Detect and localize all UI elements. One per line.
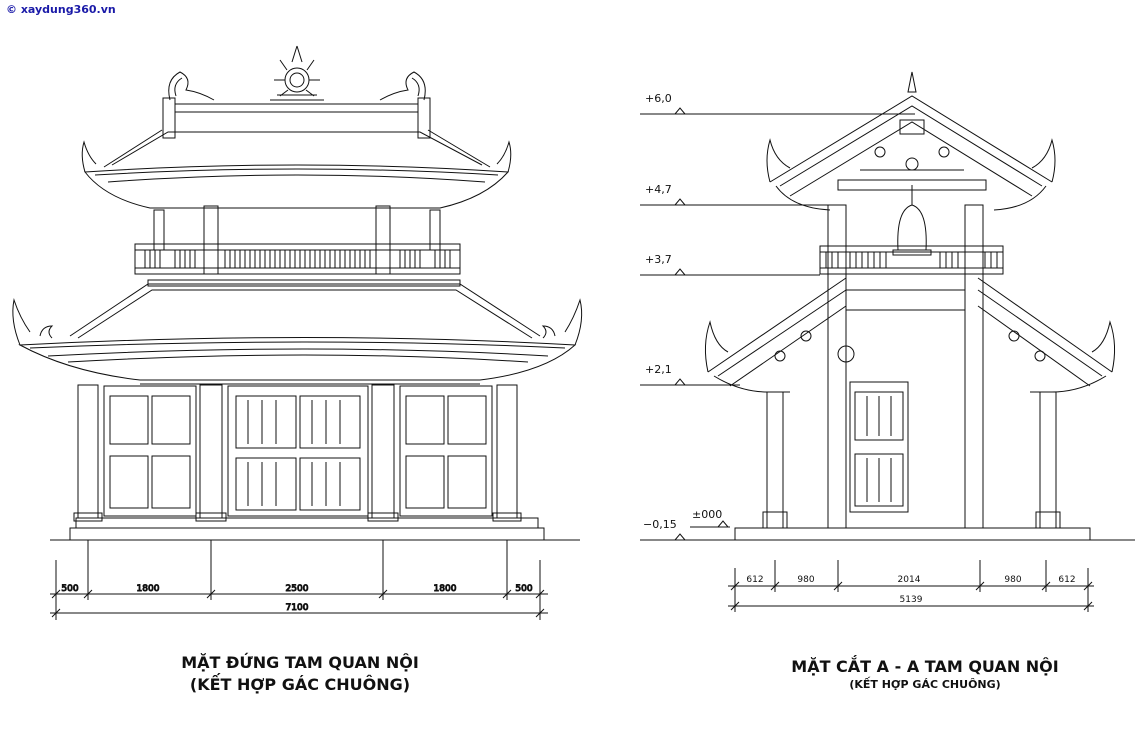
front-dim-1: 500	[61, 584, 78, 594]
watermark: © xaydung360.vn	[6, 3, 116, 16]
front-dim-5: 500	[515, 584, 532, 594]
level-label-upper: +4,7	[645, 183, 672, 196]
section-dim-3: 2014	[898, 575, 921, 585]
balcony-railing	[134, 205, 461, 275]
section-a-a	[640, 71, 1135, 612]
section-columns	[762, 204, 1061, 529]
front-elevation-caption: MẶT ĐỨNG TAM QUAN NỘI (KẾT HỢP GÁC CHUÔN…	[150, 652, 450, 696]
section-caption: MẶT CẮT A - A TAM QUAN NỘI (KẾT HỢP GÁC …	[760, 656, 1090, 692]
front-dim-2: 1800	[137, 584, 160, 594]
front-elevation: 500 1800 2500 1800 500 7100	[12, 45, 583, 620]
section-title: MẶT CẮT A - A TAM QUAN NỘI	[791, 657, 1059, 676]
section-door	[849, 381, 909, 513]
level-label-zero: ±000	[692, 508, 722, 521]
level-label-top: +6,0	[645, 92, 672, 105]
front-dim-total: 7100	[286, 603, 309, 613]
lower-roof	[12, 279, 583, 385]
level-label-lower: +2,1	[645, 363, 672, 376]
lower-doors	[103, 385, 493, 517]
section-dim-5: 612	[1058, 575, 1075, 585]
front-elevation-subtitle: (KẾT HỢP GÁC CHUÔNG)	[189, 675, 411, 694]
front-elevation-title: MẶT ĐỨNG TAM QUAN NỘI	[181, 653, 419, 672]
level-label-ground: −0,15	[643, 518, 677, 531]
section-dim-2: 980	[797, 575, 814, 585]
front-dim-3: 2500	[286, 584, 309, 594]
upper-roof	[81, 97, 512, 209]
section-dimension-lines	[728, 560, 1094, 612]
roof-crest-ornaments	[168, 45, 426, 101]
front-dim-4: 1800	[434, 584, 457, 594]
section-balcony	[819, 245, 1004, 275]
section-lower-roof	[704, 277, 1116, 393]
section-dim-4: 980	[1004, 575, 1021, 585]
front-dimension-lines	[50, 540, 548, 620]
section-subtitle: (KẾT HỢP GÁC CHUÔNG)	[849, 678, 1001, 691]
level-label-balcony: +3,7	[645, 253, 672, 266]
level-lines	[640, 107, 915, 541]
section-dim-1: 612	[746, 575, 763, 585]
section-dim-total: 5139	[900, 595, 923, 605]
section-upper-roof	[766, 71, 1056, 211]
lower-columns	[73, 384, 522, 522]
